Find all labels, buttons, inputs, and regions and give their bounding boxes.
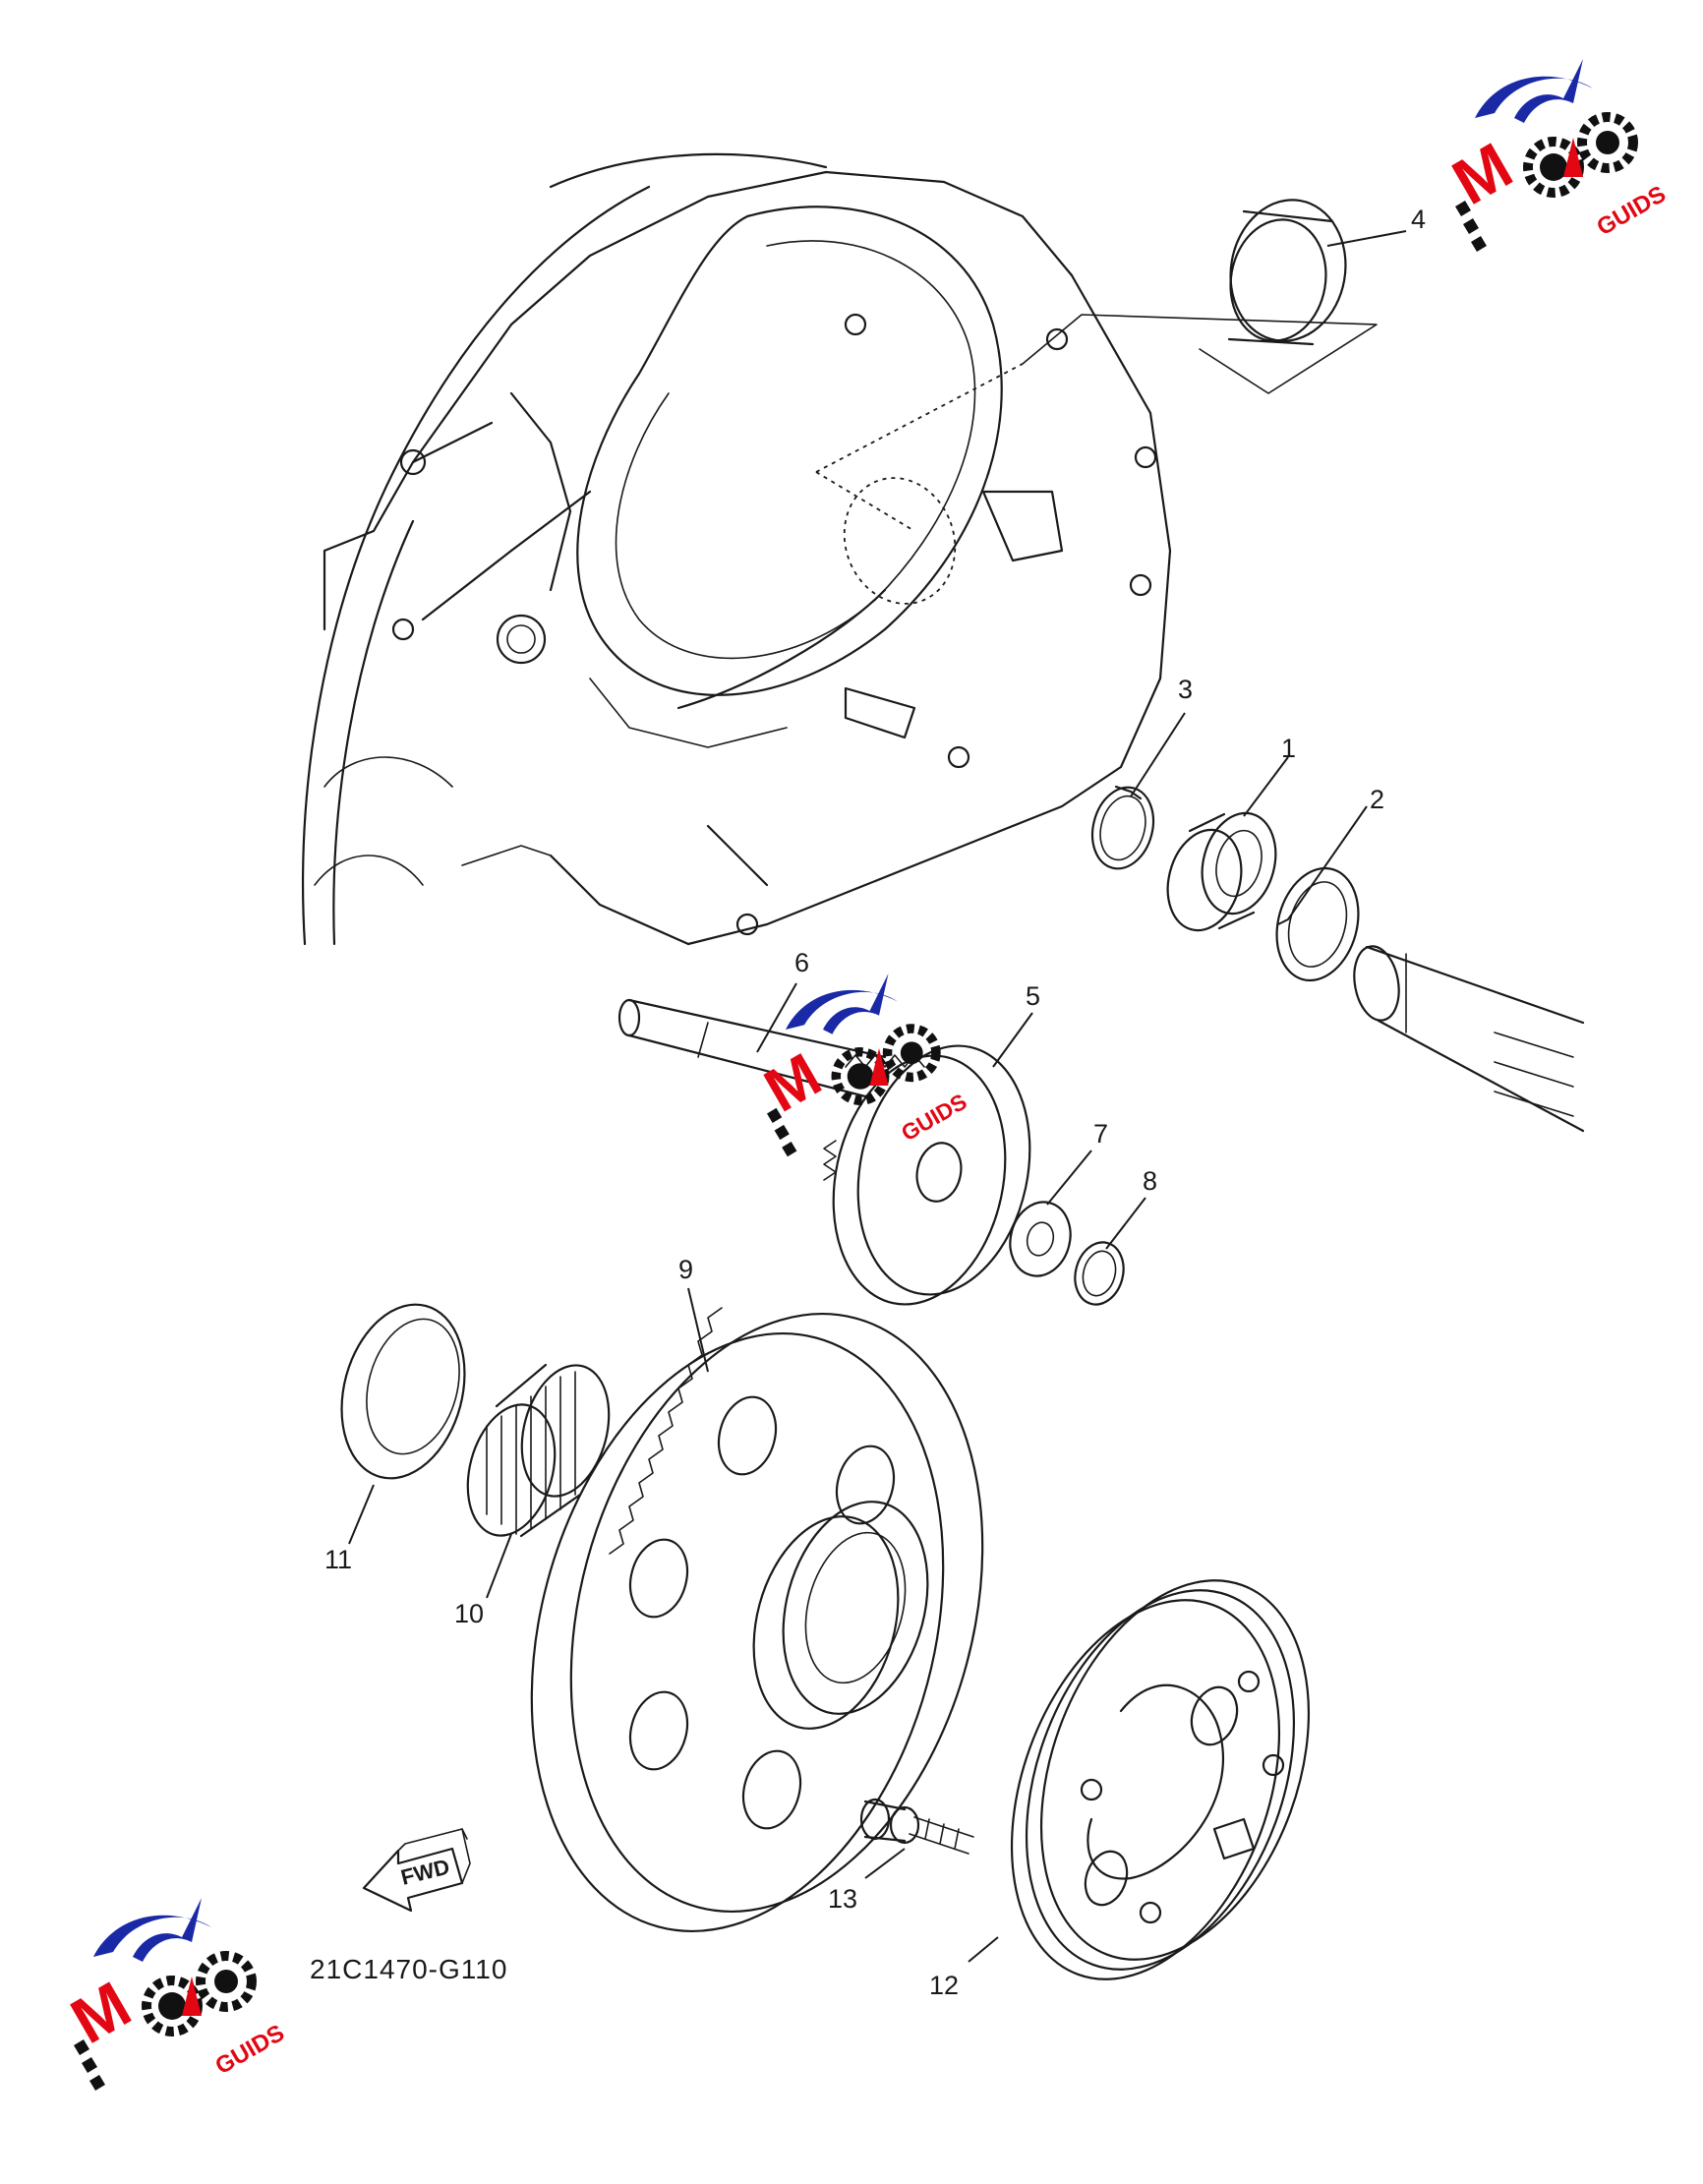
part-washer-2 [1275, 866, 1360, 982]
callout-8: 8 [1143, 1166, 1157, 1196]
callout-6: 6 [794, 948, 809, 977]
part-washer-11 [340, 1303, 466, 1480]
callout-5: 5 [1026, 981, 1040, 1011]
fwd-label: FWD [398, 1854, 452, 1889]
part-oil-seal [1227, 199, 1347, 346]
part-splined-shaft [1353, 945, 1585, 1133]
fwd-arrow: FWD [362, 1828, 471, 1913]
callout-2: 2 [1370, 785, 1384, 814]
watermark-sub-1: GUIDS [1593, 181, 1671, 241]
part-circlip-3 [1090, 785, 1155, 870]
watermark-sub-2: GUIDS [897, 1089, 971, 1147]
callout-4: 4 [1411, 205, 1426, 234]
part-code: 21C1470-G110 [310, 1954, 507, 1984]
watermark-sub-3: GUIDS [211, 2020, 289, 2080]
part-starter-clutch-12 [1010, 1579, 1311, 1980]
part-bearing-1 [1166, 811, 1277, 932]
callout-13: 13 [828, 1884, 857, 1914]
part-idler-gear-5 [823, 1044, 1031, 1306]
crankcase-cover [302, 152, 1378, 946]
part-washer-7 [1009, 1201, 1072, 1277]
callout-labels: 1 2 3 4 5 6 7 8 9 10 11 12 13 [324, 205, 1426, 2000]
callout-12: 12 [929, 1971, 959, 2000]
part-starter-gear-9 [530, 1307, 984, 1932]
callout-leaders [348, 230, 1407, 1963]
part-needle-bearing-10 [466, 1363, 611, 1538]
watermark-top-right: GUIDS [1440, 59, 1671, 252]
part-bolt-13 [859, 1798, 974, 1855]
part-circlip-8 [1074, 1241, 1125, 1306]
callout-9: 9 [678, 1255, 693, 1284]
callout-1: 1 [1281, 734, 1296, 763]
callout-11: 11 [324, 1545, 352, 1574]
callout-3: 3 [1178, 675, 1193, 704]
callout-10: 10 [454, 1599, 484, 1628]
part-shaft-6 [617, 998, 887, 1098]
watermark-bottom-left: GUIDS [59, 1898, 289, 2091]
callout-7: 7 [1093, 1119, 1108, 1149]
